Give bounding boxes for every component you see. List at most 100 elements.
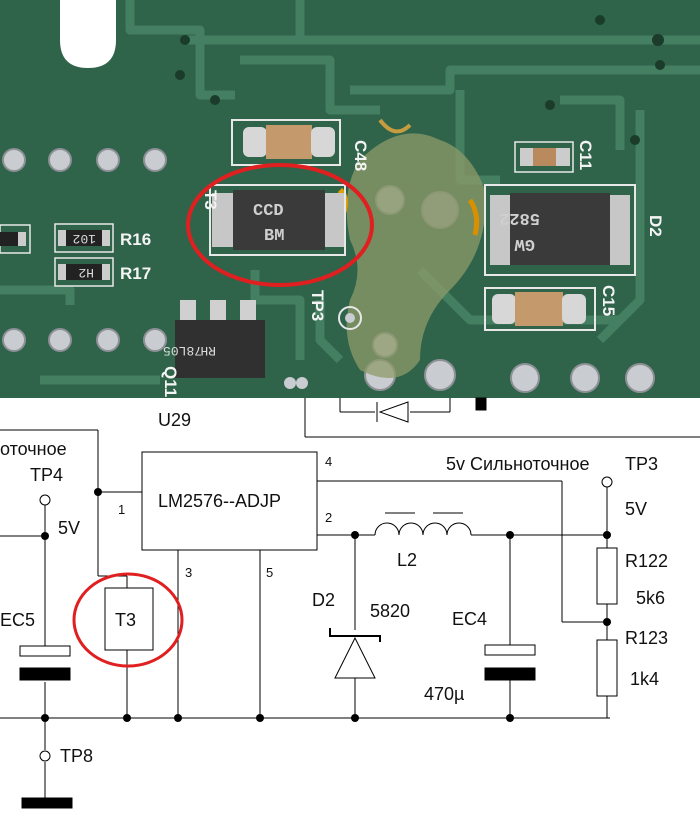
pin2-label: 2 xyxy=(325,510,332,525)
t3-outline xyxy=(209,184,346,256)
c48-pad xyxy=(243,127,267,157)
r17-pad xyxy=(58,264,66,280)
pad xyxy=(510,363,540,393)
d2-part-label: 5820 xyxy=(370,601,410,621)
c48-pad xyxy=(311,127,335,157)
pcb-c15: C15 xyxy=(484,285,618,331)
ec4-plate-top xyxy=(484,644,536,656)
r16-value: 102 xyxy=(73,231,96,246)
trace xyxy=(350,65,700,95)
d2-triangle xyxy=(334,636,376,679)
pcb-d2: 5822 GW D2 xyxy=(484,184,665,276)
ground-bar xyxy=(21,797,73,809)
schematic xyxy=(0,397,700,809)
t3-pad xyxy=(212,193,234,247)
junction-dot xyxy=(603,618,611,626)
ec5-label: EC5 xyxy=(0,610,35,630)
q11-pad xyxy=(284,377,296,389)
l2-inductor xyxy=(374,522,472,536)
trace xyxy=(315,300,344,364)
flux-area xyxy=(346,133,486,378)
junctions xyxy=(41,488,611,722)
c11-pad xyxy=(520,148,534,166)
r16-outline xyxy=(54,223,114,253)
r122-body xyxy=(596,547,618,605)
via xyxy=(595,15,605,25)
c15-pad xyxy=(492,294,516,324)
via xyxy=(175,70,185,80)
ic-name: LM2576--ADJP xyxy=(158,491,281,511)
t3-box-highlight-ring xyxy=(72,572,184,668)
t3-marking-2: BM xyxy=(264,227,284,246)
pad xyxy=(2,148,26,172)
r122-value-label: 5k6 xyxy=(636,588,665,608)
junction-dot xyxy=(41,532,49,540)
trace xyxy=(125,0,235,100)
ec4-plate-bottom xyxy=(484,667,536,681)
junction-dot xyxy=(506,714,514,722)
junction-dot xyxy=(41,714,49,722)
via xyxy=(545,100,555,110)
pad xyxy=(143,328,167,352)
via xyxy=(655,60,665,70)
trace xyxy=(240,55,380,115)
d2-pad xyxy=(608,195,630,265)
t3-label: T3 xyxy=(201,190,220,210)
junction-dot xyxy=(123,714,131,722)
tp3-silk-label: TP3 xyxy=(308,290,327,321)
c15-label: C15 xyxy=(599,285,618,316)
ec4-value-label: 470µ xyxy=(424,684,464,704)
top-diode-symbol xyxy=(378,401,409,423)
resistor-edge-pad xyxy=(18,232,26,246)
pcb-t3: CCD BM T3 xyxy=(186,163,374,287)
glue-streak xyxy=(467,198,480,236)
rail-label: 5v Сильноточное xyxy=(446,454,590,474)
ec5-plate-top xyxy=(19,645,71,657)
pad xyxy=(143,148,167,172)
t3-pad xyxy=(322,193,344,247)
d2-cathode-bar xyxy=(329,628,381,642)
junction-dot xyxy=(94,488,102,496)
q11-marking-1: 78L05 xyxy=(163,343,202,358)
pad xyxy=(48,148,72,172)
via xyxy=(210,95,220,105)
pcb-photo: C48 CCD BM T3 102 R16 H2 R17 xyxy=(0,0,700,398)
r123-value-label: 1k4 xyxy=(630,669,659,689)
c15-outline xyxy=(484,287,596,331)
via xyxy=(630,135,640,145)
t3-body xyxy=(233,190,325,250)
r123-label: R123 xyxy=(625,628,668,648)
q11-lead xyxy=(210,300,226,326)
pad xyxy=(625,363,655,393)
r17-outline xyxy=(54,257,114,287)
c15-body xyxy=(515,292,563,326)
tp8-label: TP8 xyxy=(60,746,93,766)
trace xyxy=(560,95,625,150)
c15-pad xyxy=(562,294,586,324)
ec4-label: EC4 xyxy=(452,609,487,629)
junction-dot xyxy=(506,531,514,539)
pin4-label: 4 xyxy=(325,454,332,469)
pad xyxy=(2,328,26,352)
junction-dot xyxy=(351,531,359,539)
via xyxy=(180,35,190,45)
u29-label: U29 xyxy=(158,410,191,430)
tp8-terminal xyxy=(39,750,51,762)
via xyxy=(652,34,664,46)
q11-lead xyxy=(180,300,196,326)
c11-outline xyxy=(514,141,574,173)
d2-label: D2 xyxy=(646,215,665,237)
glue-streak xyxy=(378,118,412,134)
pcb-resistors: 102 R16 H2 R17 xyxy=(0,223,151,287)
v5-right-label: 5V xyxy=(625,499,647,519)
d2-marking-1: 5822 xyxy=(499,208,540,227)
c48-body xyxy=(266,125,312,159)
v5-left-label: 5V xyxy=(58,518,80,538)
tp3-terminal xyxy=(601,476,613,488)
flux-residue xyxy=(337,118,486,378)
r123-body xyxy=(596,639,618,697)
d2-marking-2: GW xyxy=(514,234,535,253)
c48-label: C48 xyxy=(351,140,370,171)
r17-label: R17 xyxy=(120,264,151,283)
